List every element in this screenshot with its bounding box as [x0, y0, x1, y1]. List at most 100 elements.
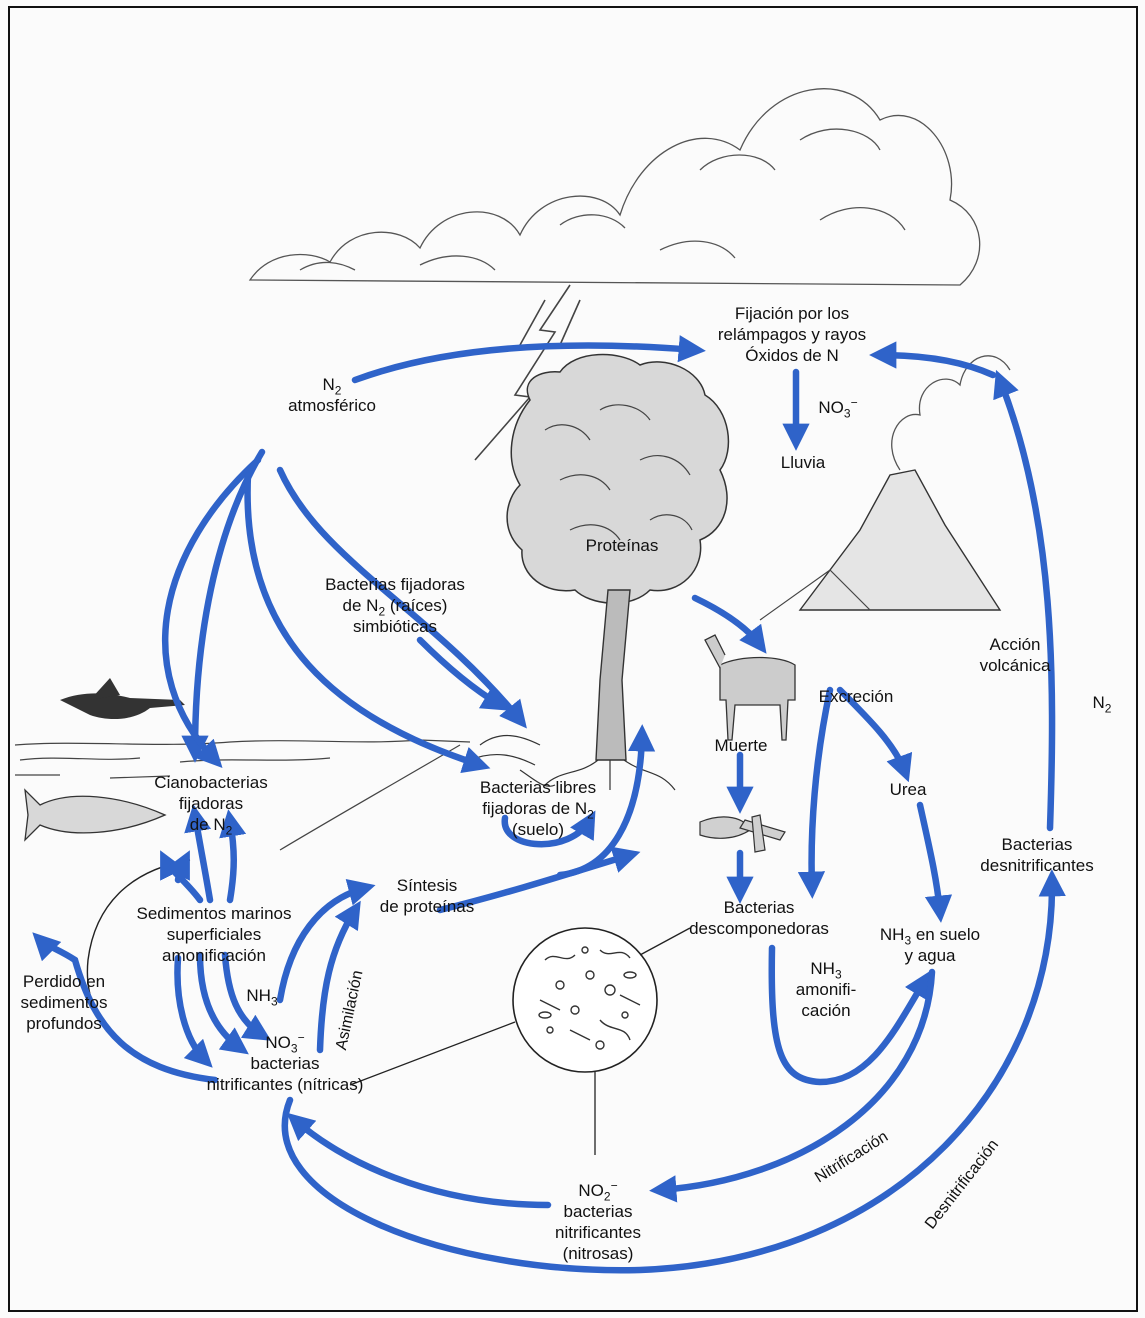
label-muerte: Muerte	[715, 735, 768, 756]
sintesis-line2: de proteínas	[379, 897, 475, 916]
tree-illustration	[506, 353, 730, 791]
perdido-line1: Perdido en	[22, 972, 106, 991]
arrow-sed-to-ciano-1	[184, 804, 214, 904]
n2-right-subscript: 2	[1104, 701, 1112, 716]
label-accion-volcanica: Acción volcánica	[980, 634, 1051, 676]
ciano-line2: fijadoras	[178, 794, 244, 813]
bones-illustration	[699, 814, 786, 853]
label-nh3-amonificacion: NH3 amonifi- cación	[796, 958, 856, 1021]
sedimentos-line1: Sedimentos marinos	[136, 904, 292, 923]
lluvia-text: Lluvia	[780, 453, 826, 472]
label-no3-rain: NO3−	[818, 395, 858, 421]
bact-fij-subscript: 2	[378, 604, 386, 619]
figure-frame	[8, 6, 1138, 1312]
fish-illustration	[24, 788, 167, 842]
deer-illustration	[704, 634, 796, 741]
arrow-desnit-to-volcano	[993, 369, 1056, 832]
no3-nit-superscript: −	[297, 1030, 305, 1045]
libres-line3: (suelo)	[512, 820, 564, 839]
arrow-bottom-to-desnit	[281, 869, 1066, 1274]
arrow-sed-to-no3-2	[196, 951, 249, 1055]
label-nh3-left: NH3	[246, 985, 278, 1009]
label-no3-bacterias-nitricas: NO3− bacterias nitrificantes (nítricas)	[206, 1030, 364, 1095]
label-cianobacterias: Cianobacterias fijadoras de N2	[154, 772, 268, 836]
proteinas-text: Proteínas	[585, 536, 659, 555]
bact-fij-line3: simbióticas	[352, 617, 438, 636]
no2-superscript: −	[610, 1178, 618, 1193]
accion-line1: Acción	[989, 635, 1041, 654]
label-nh3-suelo-agua: NH3 en suelo y agua	[880, 924, 980, 966]
no3-nit-subscript: 3	[290, 1041, 298, 1056]
ciano-line3a: de N	[189, 815, 226, 834]
n2-atm-symbol: N	[322, 375, 335, 394]
fijacion-line1: Fijación por los	[734, 304, 850, 323]
no3-nit-line2: bacterias	[250, 1054, 320, 1073]
label-proteinas: Proteínas	[586, 535, 659, 556]
arrow-excrecion-to-descomp	[797, 686, 834, 899]
arrow-sed-to-no3-3	[221, 951, 272, 1041]
arrow-n2-to-libres	[244, 471, 491, 773]
no3-nit-symbol: NO	[265, 1033, 291, 1052]
libres-line1: Bacterias libres	[479, 778, 597, 797]
nh3-left-subscript: 3	[270, 994, 278, 1009]
arrow-no2-to-no3	[286, 1112, 552, 1209]
excrecion-text: Excreción	[818, 687, 894, 706]
arrow-sed-small	[165, 850, 190, 884]
no3-top-symbol: NO	[818, 398, 844, 417]
nh3-suelo-line2: y agua	[904, 946, 956, 965]
desnit-line1: Bacterias	[1001, 835, 1073, 854]
volcano-illustration	[759, 355, 1011, 621]
arrow-sed-to-ciano-2	[219, 809, 247, 904]
arrow-tree-to-deer	[691, 594, 767, 654]
label-bacterias-libres: Bacterias libres fijadoras de N2 (suelo)	[480, 777, 596, 840]
libres-line2a: fijadoras de N	[482, 799, 588, 818]
urea-text: Urea	[889, 780, 927, 799]
label-urea: Urea	[890, 779, 927, 800]
arrow-no3-to-sintesis	[316, 900, 361, 1054]
lightning-illustration	[474, 284, 581, 461]
nh3-left-symbol: NH	[246, 986, 271, 1005]
perdido-line2: sedimentos	[20, 993, 108, 1012]
no3-nit-line3: nitrificantes (nítricas)	[206, 1075, 364, 1094]
bird-illustration	[60, 678, 185, 720]
label-fijacion: Fijación por los relámpagos y rayos Óxid…	[718, 303, 866, 366]
nh3-amon-symbol: NH	[810, 959, 835, 978]
label-n2-atmosferico: N2 atmosférico	[288, 374, 376, 416]
arrow-nh3-up-to-sintesis	[276, 879, 376, 1004]
label-excrecion: Excreción	[819, 686, 894, 707]
label-bacterias-desnitrificantes: Bacterias desnitrificantes	[980, 834, 1093, 876]
label-perdido-sedimentos: Perdido en sedimentos profundos	[21, 971, 108, 1034]
bact-fij-line1: Bacterias fijadoras	[325, 575, 465, 594]
arrow-n2-to-sedimentos-left	[161, 456, 262, 768]
accion-line2: volcánica	[979, 656, 1051, 675]
no2-line3: nitrificantes	[555, 1223, 641, 1242]
no3-top-subscript: 3	[843, 406, 851, 421]
nh3-suelo-subscript: 3	[904, 933, 912, 948]
sintesis-line1: Síntesis	[396, 876, 458, 895]
perdido-line3: profundos	[26, 1014, 102, 1033]
nh3-suelo-symbol: NH	[879, 925, 905, 944]
nh3-amon-subscript: 3	[834, 967, 842, 982]
flow-arrows	[32, 335, 1066, 1274]
libres-subscript: 2	[587, 807, 594, 822]
arrow-sintesis-line	[436, 846, 641, 914]
nh3-suelo-text: en suelo	[911, 925, 981, 944]
ciano-line1: Cianobacterias	[154, 773, 268, 792]
label-bacterias-fijadoras: Bacterias fijadoras de N2 (raíces) simbi…	[325, 574, 465, 637]
arrow-urea-to-nh3	[916, 801, 953, 923]
arrow-excrecion-to-urea	[836, 686, 913, 783]
bact-fij-line2a: de N	[342, 596, 379, 615]
label-n2-right: N2	[1093, 692, 1112, 716]
sedimentos-line2: superficiales	[166, 925, 262, 944]
no3-top-superscript: −	[850, 395, 858, 410]
arrow-nh3-to-no2	[649, 968, 936, 1203]
cloud-illustration	[248, 88, 981, 286]
fijacion-line3: Óxidos de N	[745, 346, 839, 365]
n2-atm-subscript: 2	[334, 383, 342, 398]
no2-line2: bacterias	[563, 1202, 633, 1221]
arrow-fijadoras-to-roots	[416, 636, 510, 711]
arrow-no3-to-perdido	[32, 932, 219, 1084]
arrow-sed-to-no3-1	[174, 954, 213, 1068]
arrow-volcano-to-fijacion	[869, 341, 997, 379]
